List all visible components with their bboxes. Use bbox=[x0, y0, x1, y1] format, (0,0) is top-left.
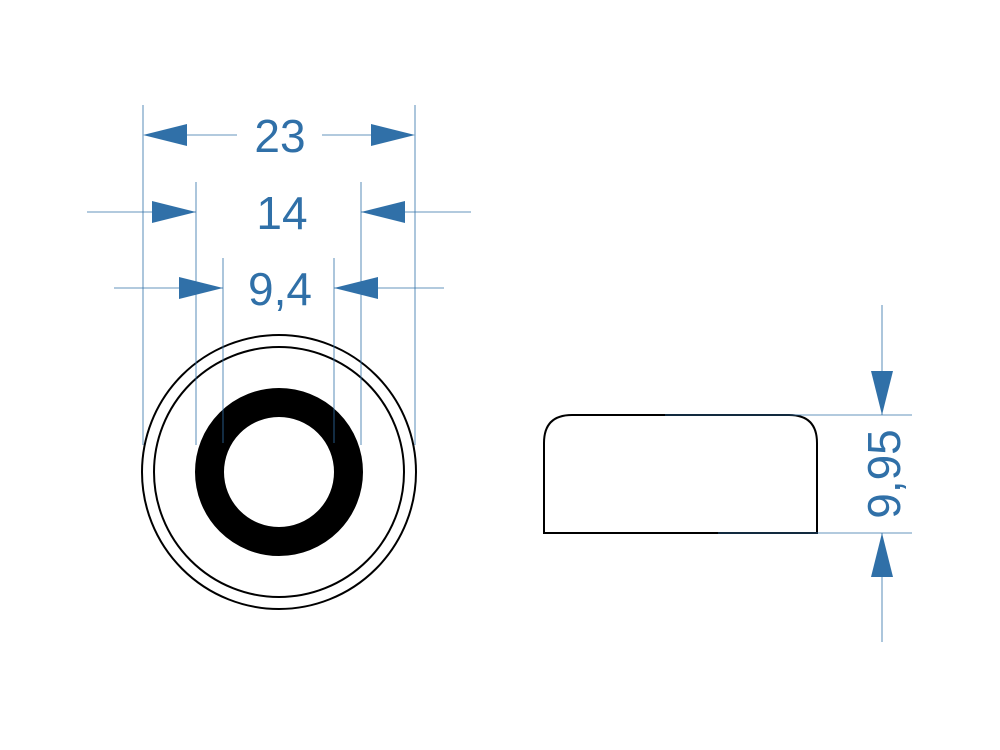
dimension-middle-diameter: 14 bbox=[87, 182, 471, 445]
arrow-left-icon bbox=[334, 277, 378, 299]
dimension-label-14: 14 bbox=[256, 187, 307, 239]
dimension-inner-diameter: 9,4 bbox=[114, 258, 444, 443]
arrow-right-icon bbox=[152, 201, 196, 223]
arrow-right-icon bbox=[371, 124, 415, 146]
dimension-outer-diameter: 23 bbox=[142, 105, 416, 445]
inner-ring bbox=[195, 388, 363, 556]
dimension-label-9-95: 9,95 bbox=[858, 429, 910, 519]
side-view bbox=[543, 414, 818, 534]
dimension-label-23: 23 bbox=[254, 110, 305, 162]
outer-circle bbox=[141, 334, 417, 610]
front-view bbox=[141, 334, 417, 610]
arrow-left-icon bbox=[143, 124, 187, 146]
arrow-up-icon bbox=[871, 533, 893, 577]
arrow-left-icon bbox=[361, 201, 405, 223]
dimension-label-9-4: 9,4 bbox=[248, 263, 312, 315]
side-profile bbox=[543, 414, 818, 534]
arrow-down-icon bbox=[871, 371, 893, 415]
arrow-right-icon bbox=[179, 277, 223, 299]
dimension-height: 9,95 bbox=[665, 305, 912, 642]
chamfer-circle bbox=[153, 346, 405, 598]
